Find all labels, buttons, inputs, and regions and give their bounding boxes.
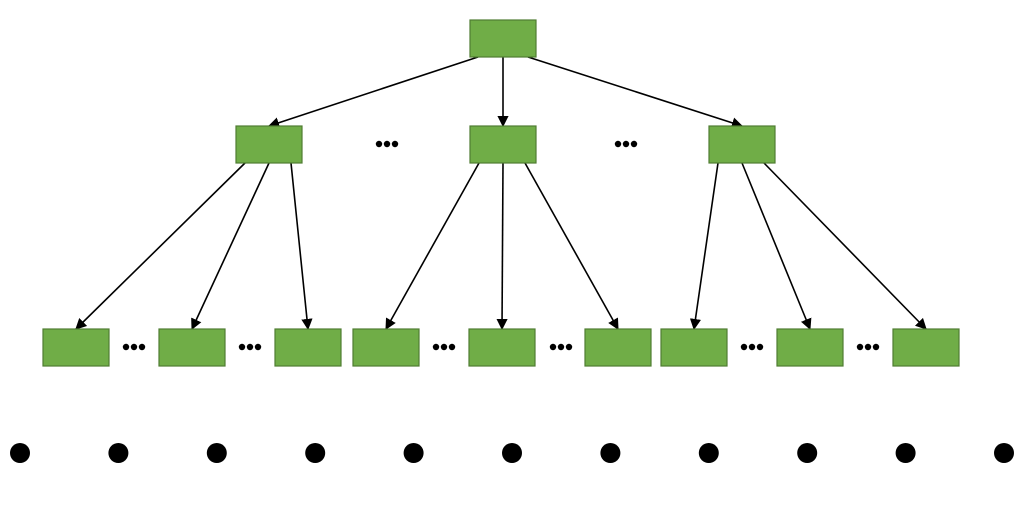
tree-node-level1-2 bbox=[469, 125, 537, 164]
ellipsis-level2-1-dot-1 bbox=[122, 343, 130, 351]
ellipsis-level2-3-dot-2 bbox=[440, 343, 448, 351]
tree-node-level2-7 bbox=[660, 328, 728, 367]
tree-node-level2-2 bbox=[158, 328, 226, 367]
ellipsis-level1-2 bbox=[614, 140, 638, 148]
ellipsis-level1-1 bbox=[375, 140, 399, 148]
ellipsis-level1-1-dot-2 bbox=[383, 140, 391, 148]
ellipsis-level2-3-dot-1 bbox=[432, 343, 440, 351]
ellipsis-level2-3-dot-3 bbox=[448, 343, 456, 351]
continuation-dot-6 bbox=[502, 443, 522, 463]
ellipsis-level2-5 bbox=[740, 343, 764, 351]
continuation-dots bbox=[10, 443, 1014, 463]
ellipsis-level2-6-dot-3 bbox=[872, 343, 880, 351]
tree-node-level2-5 bbox=[468, 328, 536, 367]
tree-node-level2-8 bbox=[776, 328, 844, 367]
ellipsis-level2-1-dot-2 bbox=[130, 343, 138, 351]
tree-node-level1-1 bbox=[235, 125, 303, 164]
ellipsis-level2-5-dot-1 bbox=[740, 343, 748, 351]
ellipsis-level2-5-dot-3 bbox=[756, 343, 764, 351]
ellipsis-level2-2-dot-2 bbox=[246, 343, 254, 351]
continuation-dot-7 bbox=[600, 443, 621, 463]
edge-level1-to-level2-1 bbox=[75, 162, 246, 330]
edge-level1-to-level2-9 bbox=[763, 162, 927, 330]
tree-node-level2-9 bbox=[892, 328, 960, 367]
ellipsis-level1-1-dot-3 bbox=[391, 140, 399, 148]
tree-node-level2-1 bbox=[42, 328, 110, 367]
continuation-dot-10 bbox=[895, 443, 916, 463]
continuation-dot-8 bbox=[698, 443, 719, 463]
ellipsis-level2-1-dot-3 bbox=[138, 343, 146, 351]
ellipsis-level2-4-dot-2 bbox=[557, 343, 565, 351]
edge-level1-to-level2-8 bbox=[741, 162, 812, 331]
ellipsis-level2-3 bbox=[432, 343, 456, 351]
edge-level1-to-level2-7 bbox=[689, 162, 719, 331]
edge-level1-to-level2-6 bbox=[524, 162, 619, 330]
ellipsis-level2-2-dot-3 bbox=[254, 343, 262, 351]
tree-node-level2-4 bbox=[352, 328, 420, 367]
edge-level1-to-level2-2 bbox=[191, 162, 270, 331]
ellipsis-level2-4-dot-3 bbox=[565, 343, 573, 351]
tree-edges bbox=[75, 56, 927, 331]
ellipsis-level2-6 bbox=[856, 343, 880, 351]
ellipsis-level1-2-dot-1 bbox=[614, 140, 622, 148]
edge-root-to-level1-1 bbox=[267, 56, 479, 129]
continuation-dot-4 bbox=[305, 443, 326, 463]
tree-nodes bbox=[42, 19, 960, 367]
continuation-dot-11 bbox=[994, 443, 1014, 463]
ellipsis-level1-2-dot-2 bbox=[622, 140, 630, 148]
edge-root-to-level1-3 bbox=[527, 56, 744, 129]
ellipsis-level2-4-dot-1 bbox=[549, 343, 557, 351]
ellipsis-level2-2 bbox=[238, 343, 262, 351]
tree-node-level2-3 bbox=[274, 328, 342, 367]
tree-node-level1-3 bbox=[708, 125, 776, 164]
ellipsis-level1-1-dot-1 bbox=[375, 140, 383, 148]
ellipsis-level2-4 bbox=[549, 343, 573, 351]
continuation-dot-2 bbox=[108, 443, 129, 463]
ellipsis-level2-5-dot-2 bbox=[748, 343, 756, 351]
tree-node-level2-6 bbox=[584, 328, 652, 367]
ellipsis-level2-6-dot-1 bbox=[856, 343, 864, 351]
ellipsis-level1-2-dot-3 bbox=[630, 140, 638, 148]
ellipsis-level2-6-dot-2 bbox=[864, 343, 872, 351]
edge-level1-to-level2-4 bbox=[385, 162, 480, 330]
ellipsis-level2-2-dot-1 bbox=[238, 343, 246, 351]
ellipsis-level2-1 bbox=[122, 343, 146, 351]
edge-level1-to-level2-5 bbox=[496, 162, 508, 331]
edge-level1-to-level2-3 bbox=[290, 162, 313, 331]
continuation-dot-5 bbox=[403, 443, 424, 463]
continuation-dot-3 bbox=[206, 443, 227, 463]
sibling-ellipses bbox=[122, 140, 880, 351]
continuation-dot-9 bbox=[797, 443, 818, 463]
tree-node-root bbox=[469, 19, 537, 58]
continuation-dot-1 bbox=[10, 443, 30, 463]
